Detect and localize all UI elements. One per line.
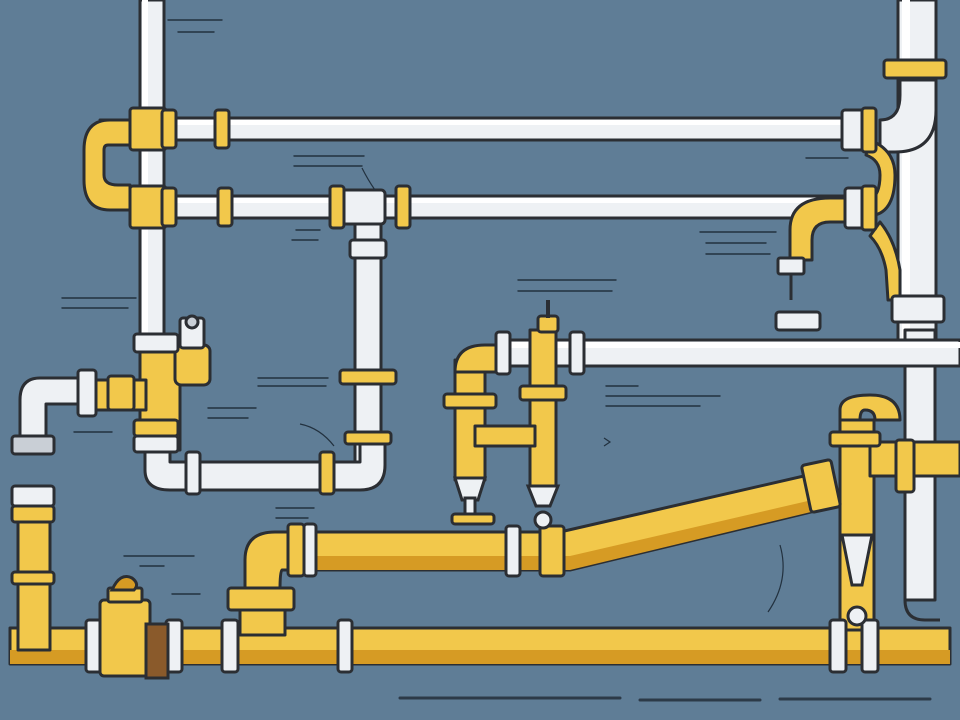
white-pipe-system <box>18 0 960 622</box>
yellow-elbow-top-left <box>82 118 132 212</box>
coupling <box>494 330 512 376</box>
coupling <box>518 384 568 402</box>
coupling <box>800 458 842 514</box>
coupling <box>302 522 318 578</box>
pipe-couplings <box>10 58 948 674</box>
valves <box>98 256 874 680</box>
annotation-label <box>167 19 223 33</box>
drain-spout-far-right <box>840 533 874 627</box>
coupling <box>76 368 98 418</box>
white-elbow-left <box>18 376 80 442</box>
coupling <box>538 524 566 578</box>
annotation-labels <box>61 19 849 595</box>
annotation-label <box>517 279 617 292</box>
drain-spout-right <box>525 484 561 530</box>
yellow-stem-right <box>528 328 558 492</box>
annotation-label <box>699 231 777 255</box>
coupling <box>882 58 948 80</box>
coupling <box>160 108 178 150</box>
coupling <box>160 186 178 228</box>
coupling <box>860 618 880 674</box>
coupling <box>216 186 234 228</box>
coupling <box>213 108 231 150</box>
yellow-pipe-system <box>8 118 960 666</box>
valve-handle-center <box>536 300 560 334</box>
coupling <box>318 450 336 496</box>
coupling <box>132 418 180 438</box>
coupling <box>328 184 346 230</box>
gate-valve-left-cluster <box>178 314 206 350</box>
drain-spout-left <box>452 476 488 516</box>
coupling <box>336 618 354 674</box>
coupling <box>894 438 916 494</box>
annotation-label <box>257 377 329 387</box>
coupling <box>226 586 296 612</box>
coupling <box>10 434 56 456</box>
coupling <box>132 434 180 454</box>
coupling <box>10 570 56 586</box>
annotation-label <box>293 155 365 167</box>
coupling <box>442 392 498 410</box>
annotation-label <box>605 385 721 407</box>
annotation-label <box>275 507 315 519</box>
coupling <box>338 368 398 386</box>
coupling <box>343 430 393 446</box>
coupling <box>504 524 522 578</box>
coupling <box>286 522 306 578</box>
coupling <box>394 184 412 230</box>
yellow-stem-left <box>453 358 487 482</box>
annotation-label <box>61 297 137 309</box>
coupling <box>106 374 136 412</box>
coupling <box>828 618 848 674</box>
spigot-right <box>774 256 822 332</box>
coupling <box>890 294 946 324</box>
annotation-pointers <box>299 167 784 613</box>
floor-lines <box>398 696 932 702</box>
coupling <box>220 618 240 674</box>
annotation-label <box>207 407 257 419</box>
coupling <box>568 330 586 376</box>
coupling <box>10 504 56 524</box>
annotation-label <box>291 229 321 241</box>
coupling <box>10 484 56 508</box>
annotation-label <box>123 555 195 567</box>
yellow-elbow-right <box>788 196 852 262</box>
coupling <box>860 106 878 154</box>
coupling <box>828 430 882 448</box>
coupling <box>860 184 878 232</box>
coupling <box>132 332 180 354</box>
coupling <box>184 450 202 496</box>
gate-valve-bottom-left <box>98 575 170 680</box>
